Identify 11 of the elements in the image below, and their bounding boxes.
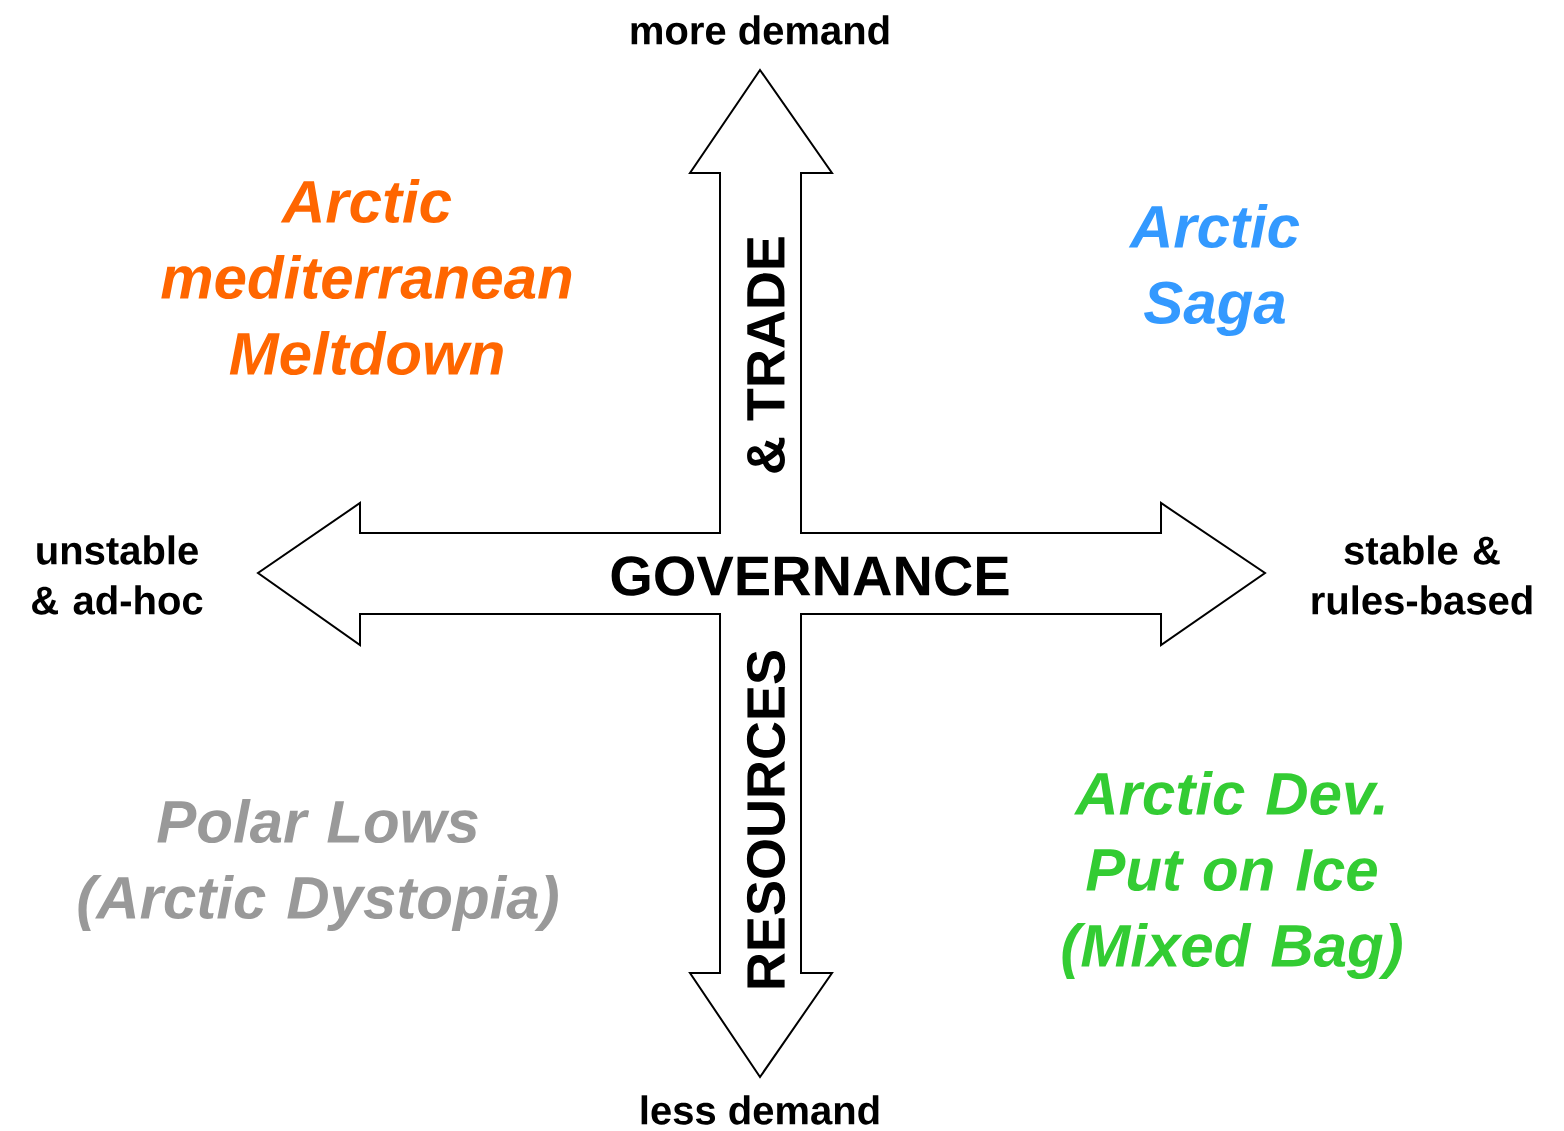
scenario-label: Polar Lows (Arctic Dystopia)	[78, 799, 558, 931]
axis-title: RESOURCES	[746, 651, 786, 988]
axis-end-label: stable & rules-based	[1312, 535, 1532, 615]
axis-title: GOVERNANCE	[611, 556, 1009, 596]
axis-end-label: more demand	[631, 15, 889, 45]
axis-title: & TRADE	[747, 237, 785, 473]
scenario-label: Arctic mediterranean Meltdown	[161, 178, 572, 376]
axis-end-label: less demand	[641, 1095, 879, 1125]
scenario-label: Arctic Dev. Put on Ice (Mixed Bag)	[1062, 771, 1402, 979]
axis-end-label: unstable & ad-hoc	[32, 535, 203, 615]
scenario-label: Arctic Saga	[1128, 204, 1300, 336]
